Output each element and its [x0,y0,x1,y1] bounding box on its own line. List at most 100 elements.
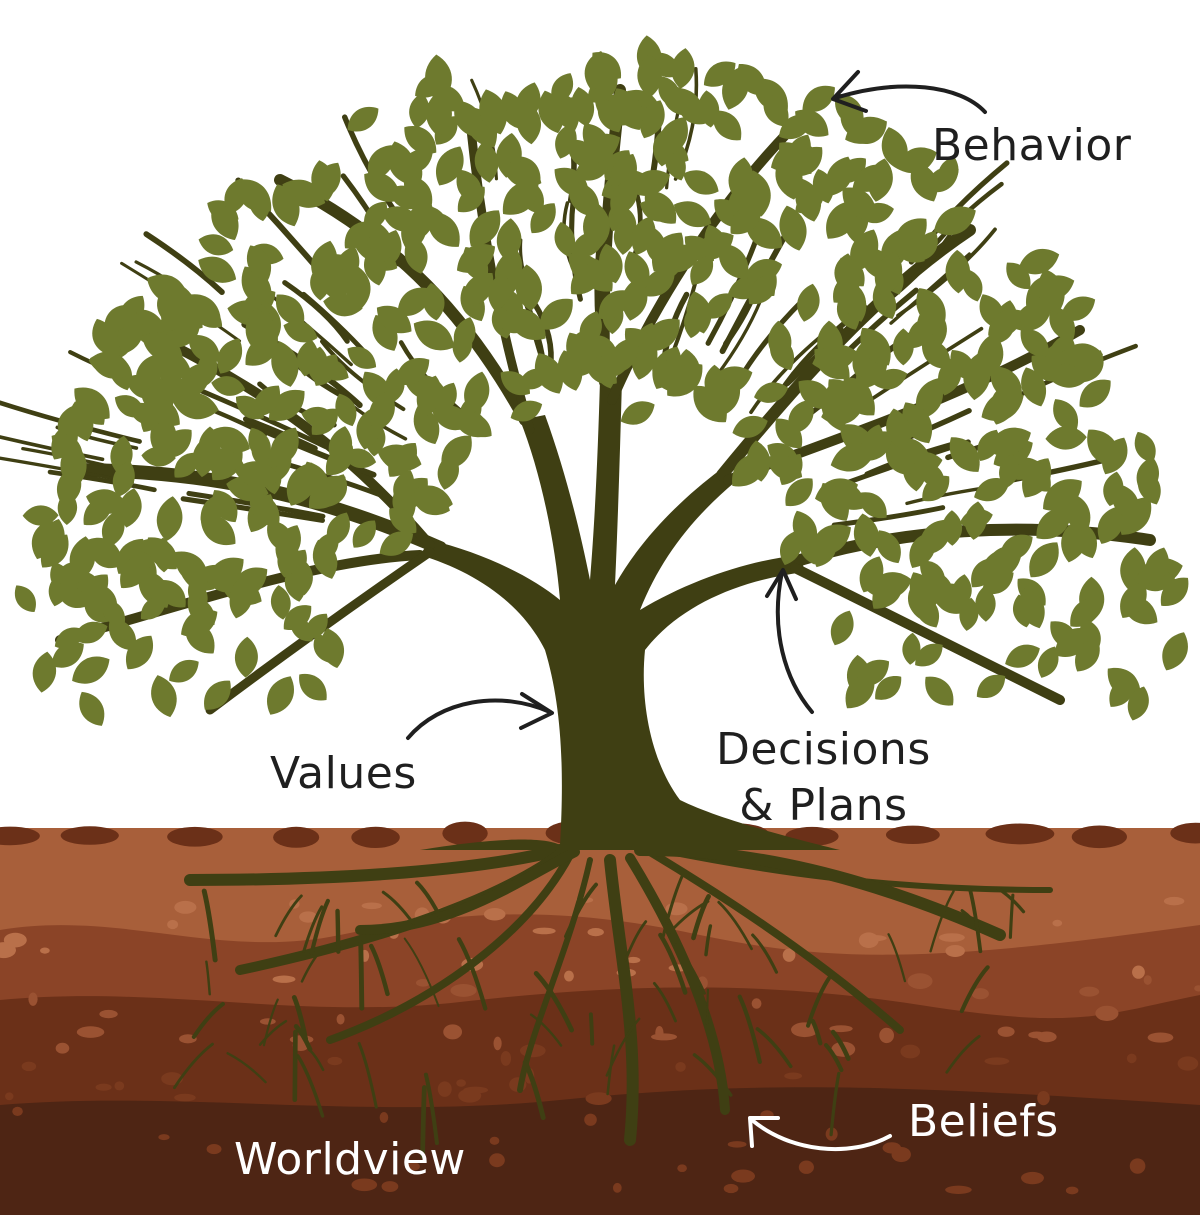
soil-pebble [12,1106,23,1116]
leaf [852,164,892,192]
leaf [1120,582,1147,618]
leaf [488,272,511,312]
leaf [988,309,1023,338]
leaf [1079,379,1111,408]
leaf [683,170,719,195]
leaf [915,643,943,667]
soil-pebble [782,948,796,962]
soil-stone [273,826,320,848]
leaf [313,354,339,386]
leaf [271,585,291,620]
leaf [842,187,876,220]
leaf [502,161,542,188]
leaf [14,585,36,613]
leaf [1029,542,1059,578]
leaf [1045,426,1087,450]
root-fiber [381,890,415,925]
soil-pebble [174,900,197,914]
leaf [145,397,180,426]
root-fiber [205,960,211,996]
leaf [413,405,440,445]
root-fiber [529,1013,563,1047]
root [355,847,580,935]
leaf [732,415,768,438]
soil-pebble [751,998,762,1009]
leaf [86,489,128,514]
leaf [640,200,671,222]
soil-pebble [450,983,477,997]
leaf [662,83,690,116]
root-fiber [668,899,710,934]
leaf [1018,248,1060,275]
soil-pebble [259,1018,276,1025]
leaf [1109,677,1134,707]
leaf [204,680,231,710]
leaf [413,320,455,351]
soil-pebble [651,1033,678,1041]
soil-pebble [585,1092,612,1105]
root-fiber [226,1052,267,1084]
leaf [234,636,258,678]
leaf [335,393,357,427]
leaf [211,376,246,396]
leaf [311,240,338,285]
leaf [347,107,379,132]
leaf [722,66,749,110]
root-fiber [810,1018,823,1046]
leaf [570,263,602,295]
leaf [540,298,573,330]
root-fiber [1008,893,1015,939]
leaf [712,110,742,141]
root-fiber [823,1043,844,1073]
leaf [101,510,125,548]
leaf [853,513,879,557]
soil-pebble [1194,985,1200,992]
twig [831,505,946,528]
leaf [297,339,319,377]
leaf [780,530,802,566]
soil-pebble [584,1113,597,1126]
leaf [169,659,199,683]
root-fiber [588,1012,595,1046]
leaf [54,627,84,649]
leaf [902,632,921,665]
root [326,851,574,1044]
leaf [1070,598,1101,627]
leaf [1134,431,1156,463]
leaf [921,339,951,369]
leaf [432,405,472,431]
leaf [974,478,1010,502]
root-fiber [829,1071,841,1137]
soil-pebble [677,1164,687,1173]
leaf [425,54,452,102]
soil-pebble [174,1093,196,1102]
leaf [987,427,1031,456]
leaf [610,178,638,216]
root-fiber [358,940,365,1011]
soil-pebble [900,1044,921,1059]
soil-pebble [1143,975,1152,985]
leaf [645,318,680,351]
leaf [1031,355,1059,382]
soil-pebble [1028,1031,1046,1039]
leaf [872,284,897,319]
root-fiber [173,1042,214,1090]
soil-pebble [938,933,965,942]
leaf [342,448,377,469]
leaf [1005,644,1040,668]
soil-pebble [167,919,179,930]
leaf [1097,506,1124,544]
leaf [364,172,401,202]
leaf [810,524,851,555]
leaf [502,181,539,215]
leaf [314,532,339,563]
leaf [453,317,476,353]
soil-pebble [798,1160,814,1174]
leaf [571,232,605,258]
soil-pebble [1037,1090,1050,1106]
soil-layers [0,821,1200,1215]
leaf [748,275,777,305]
leaf [188,335,220,363]
soil-pebble [791,1022,819,1038]
